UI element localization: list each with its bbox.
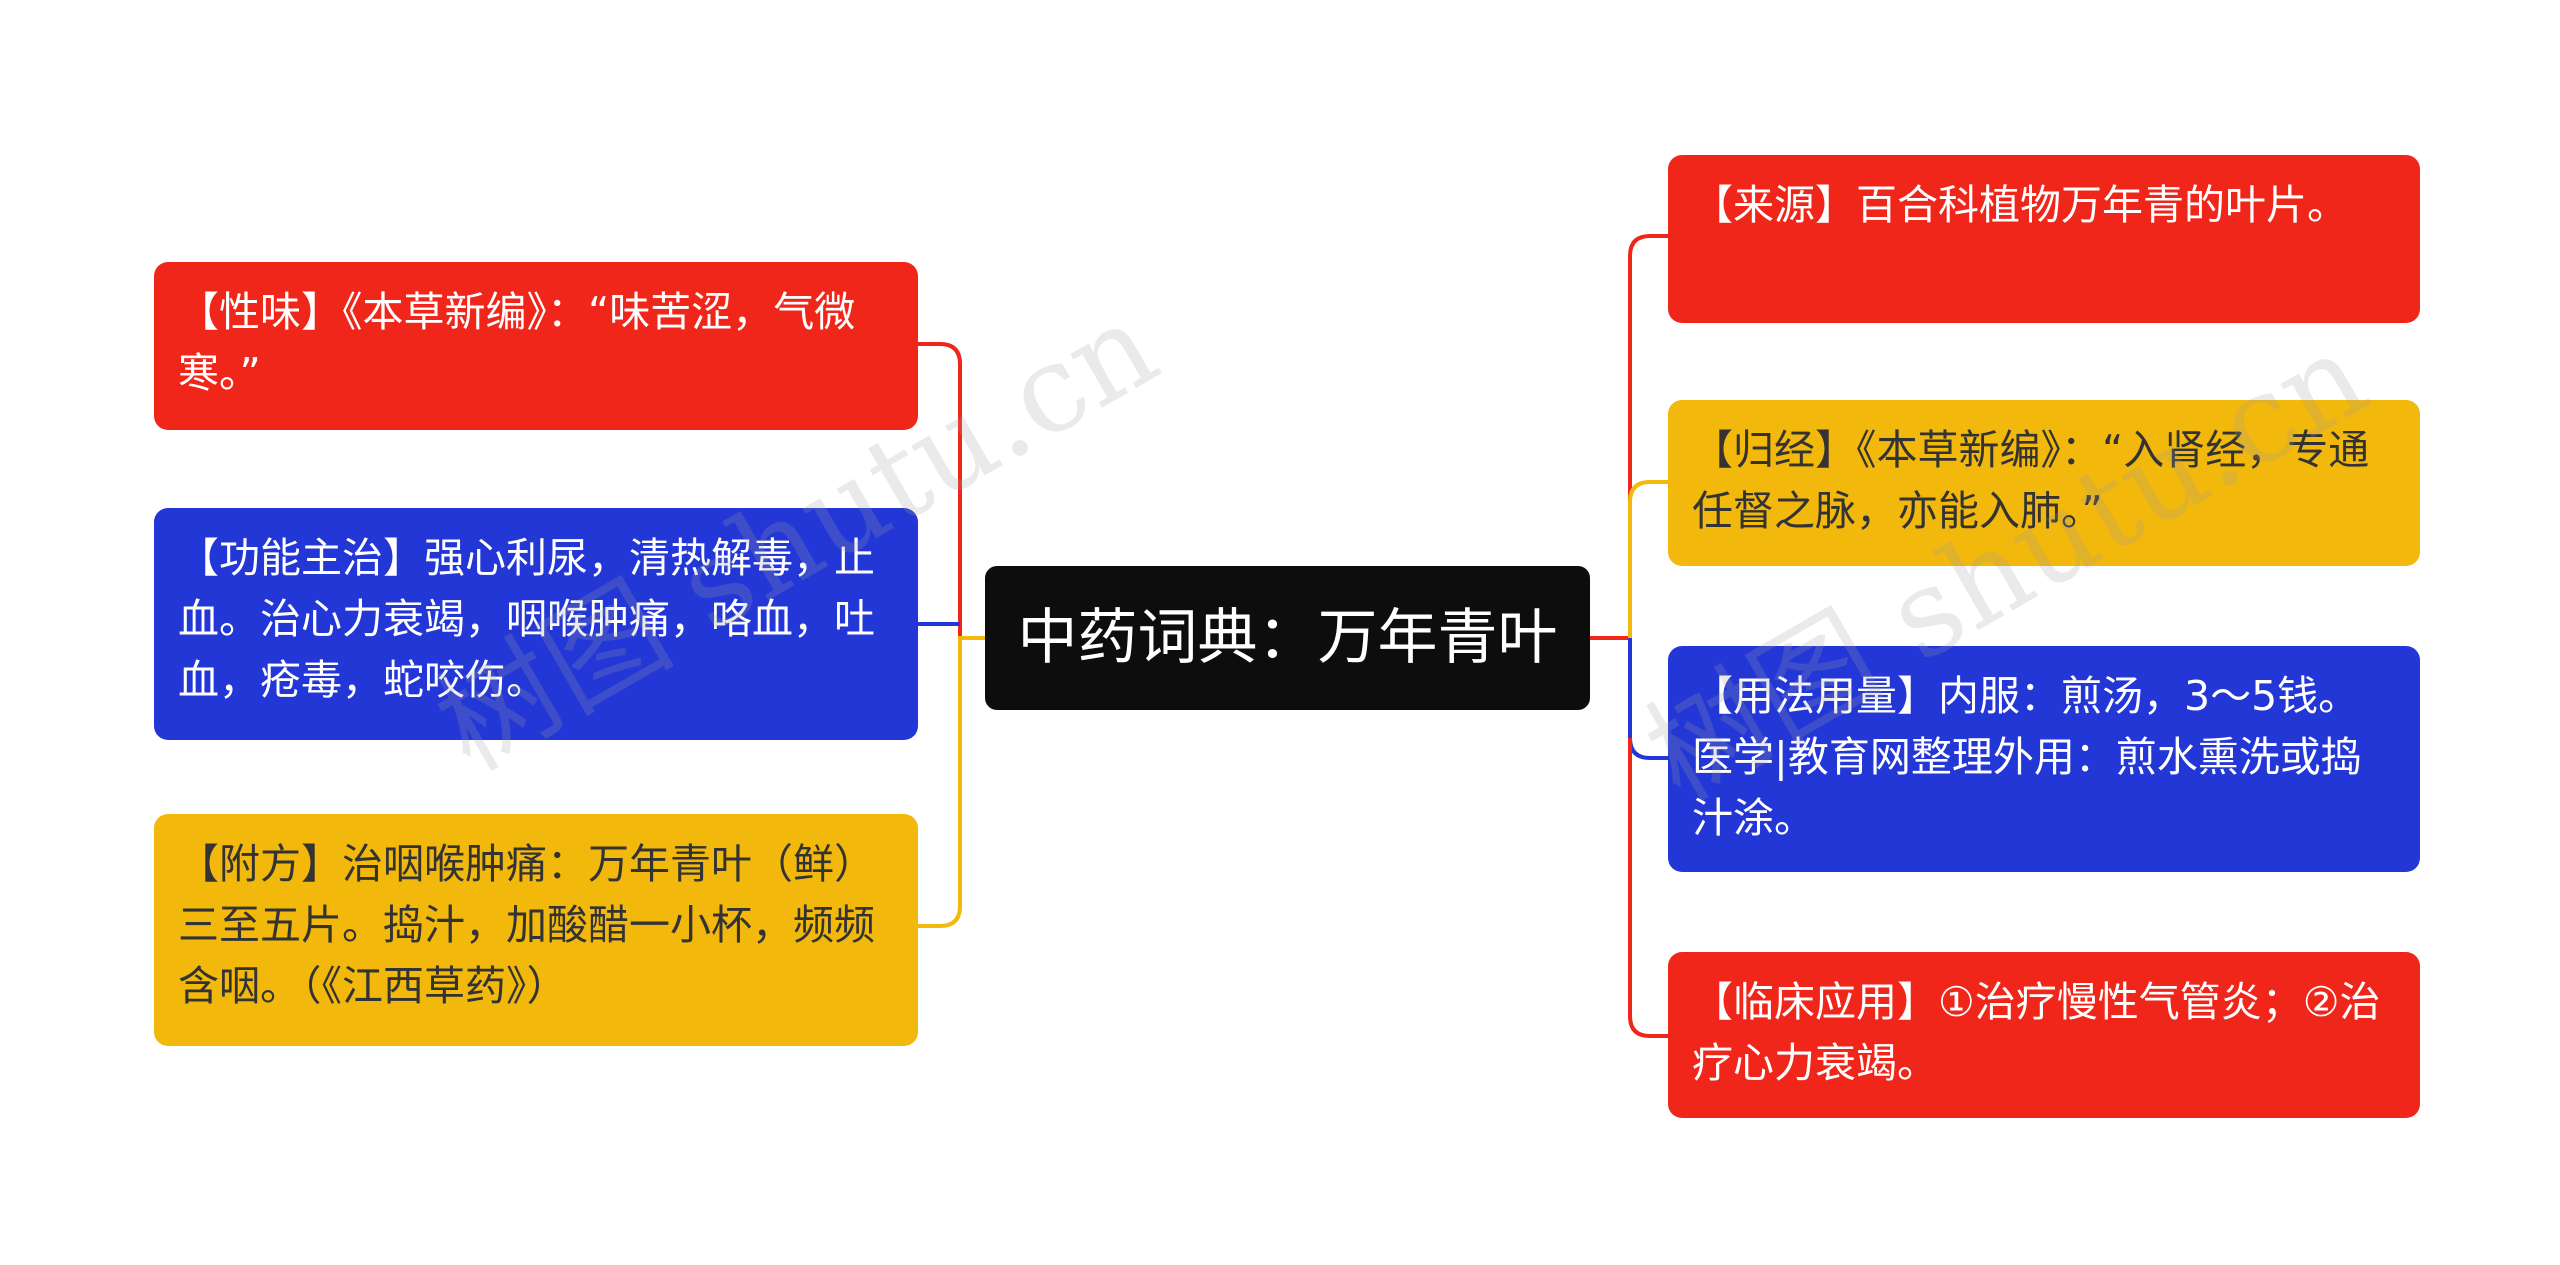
connector-right-3 [1628, 638, 1668, 760]
node-linchuang-yingyong[interactable]: 【临床应用】①治疗慢性气管炎；②治疗心力衰竭。 [1668, 952, 2420, 1118]
node-yongfa-yongliang-text: 【用法用量】内服：煎汤，3～5钱。医学|教育网整理外用：煎水熏洗或捣汁涂。 [1692, 672, 2362, 842]
node-xingwei[interactable]: 【性味】《本草新编》：“味苦涩，气微寒。” [154, 262, 918, 430]
node-xingwei-text: 【性味】《本草新编》：“味苦涩，气微寒。” [178, 288, 856, 397]
node-laiyuan-text: 【来源】百合科植物万年青的叶片。 [1692, 181, 2348, 229]
connector-right-4 [1628, 738, 1668, 1038]
node-linchuang-yingyong-text: 【临床应用】①治疗慢性气管炎；②治疗心力衰竭。 [1692, 978, 2381, 1087]
connector-left-1 [918, 342, 985, 640]
node-fufang-text: 【附方】治咽喉肿痛：万年青叶（鲜）三至五片。捣汁，加酸醋一小杯，频频含咽。（《江… [178, 840, 875, 1010]
node-guijing-text: 【归经】《本草新编》：“入肾经，专通任督之脉，亦能入肺。” [1692, 426, 2370, 535]
connector-right-1 [1590, 234, 1668, 640]
connector-left-3 [918, 636, 985, 928]
node-gongneng-zhuzhi[interactable]: 【功能主治】强心利尿，清热解毒，止血。治心力衰竭，咽喉肿痛，咯血，吐血，疮毒，蛇… [154, 508, 918, 740]
node-laiyuan[interactable]: 【来源】百合科植物万年青的叶片。 [1668, 155, 2420, 323]
center-topic-label: 中药词典：万年青叶 [1017, 603, 1558, 673]
node-guijing[interactable]: 【归经】《本草新编》：“入肾经，专通任督之脉，亦能入肺。” [1668, 400, 2420, 566]
node-yongfa-yongliang[interactable]: 【用法用量】内服：煎汤，3～5钱。医学|教育网整理外用：煎水熏洗或捣汁涂。 [1668, 646, 2420, 872]
connector-right-2 [1628, 480, 1668, 638]
node-gongneng-zhuzhi-text: 【功能主治】强心利尿，清热解毒，止血。治心力衰竭，咽喉肿痛，咯血，吐血，疮毒，蛇… [178, 534, 875, 704]
center-topic[interactable]: 中药词典：万年青叶 [985, 566, 1590, 710]
node-fufang[interactable]: 【附方】治咽喉肿痛：万年青叶（鲜）三至五片。捣汁，加酸醋一小杯，频频含咽。（《江… [154, 814, 918, 1046]
